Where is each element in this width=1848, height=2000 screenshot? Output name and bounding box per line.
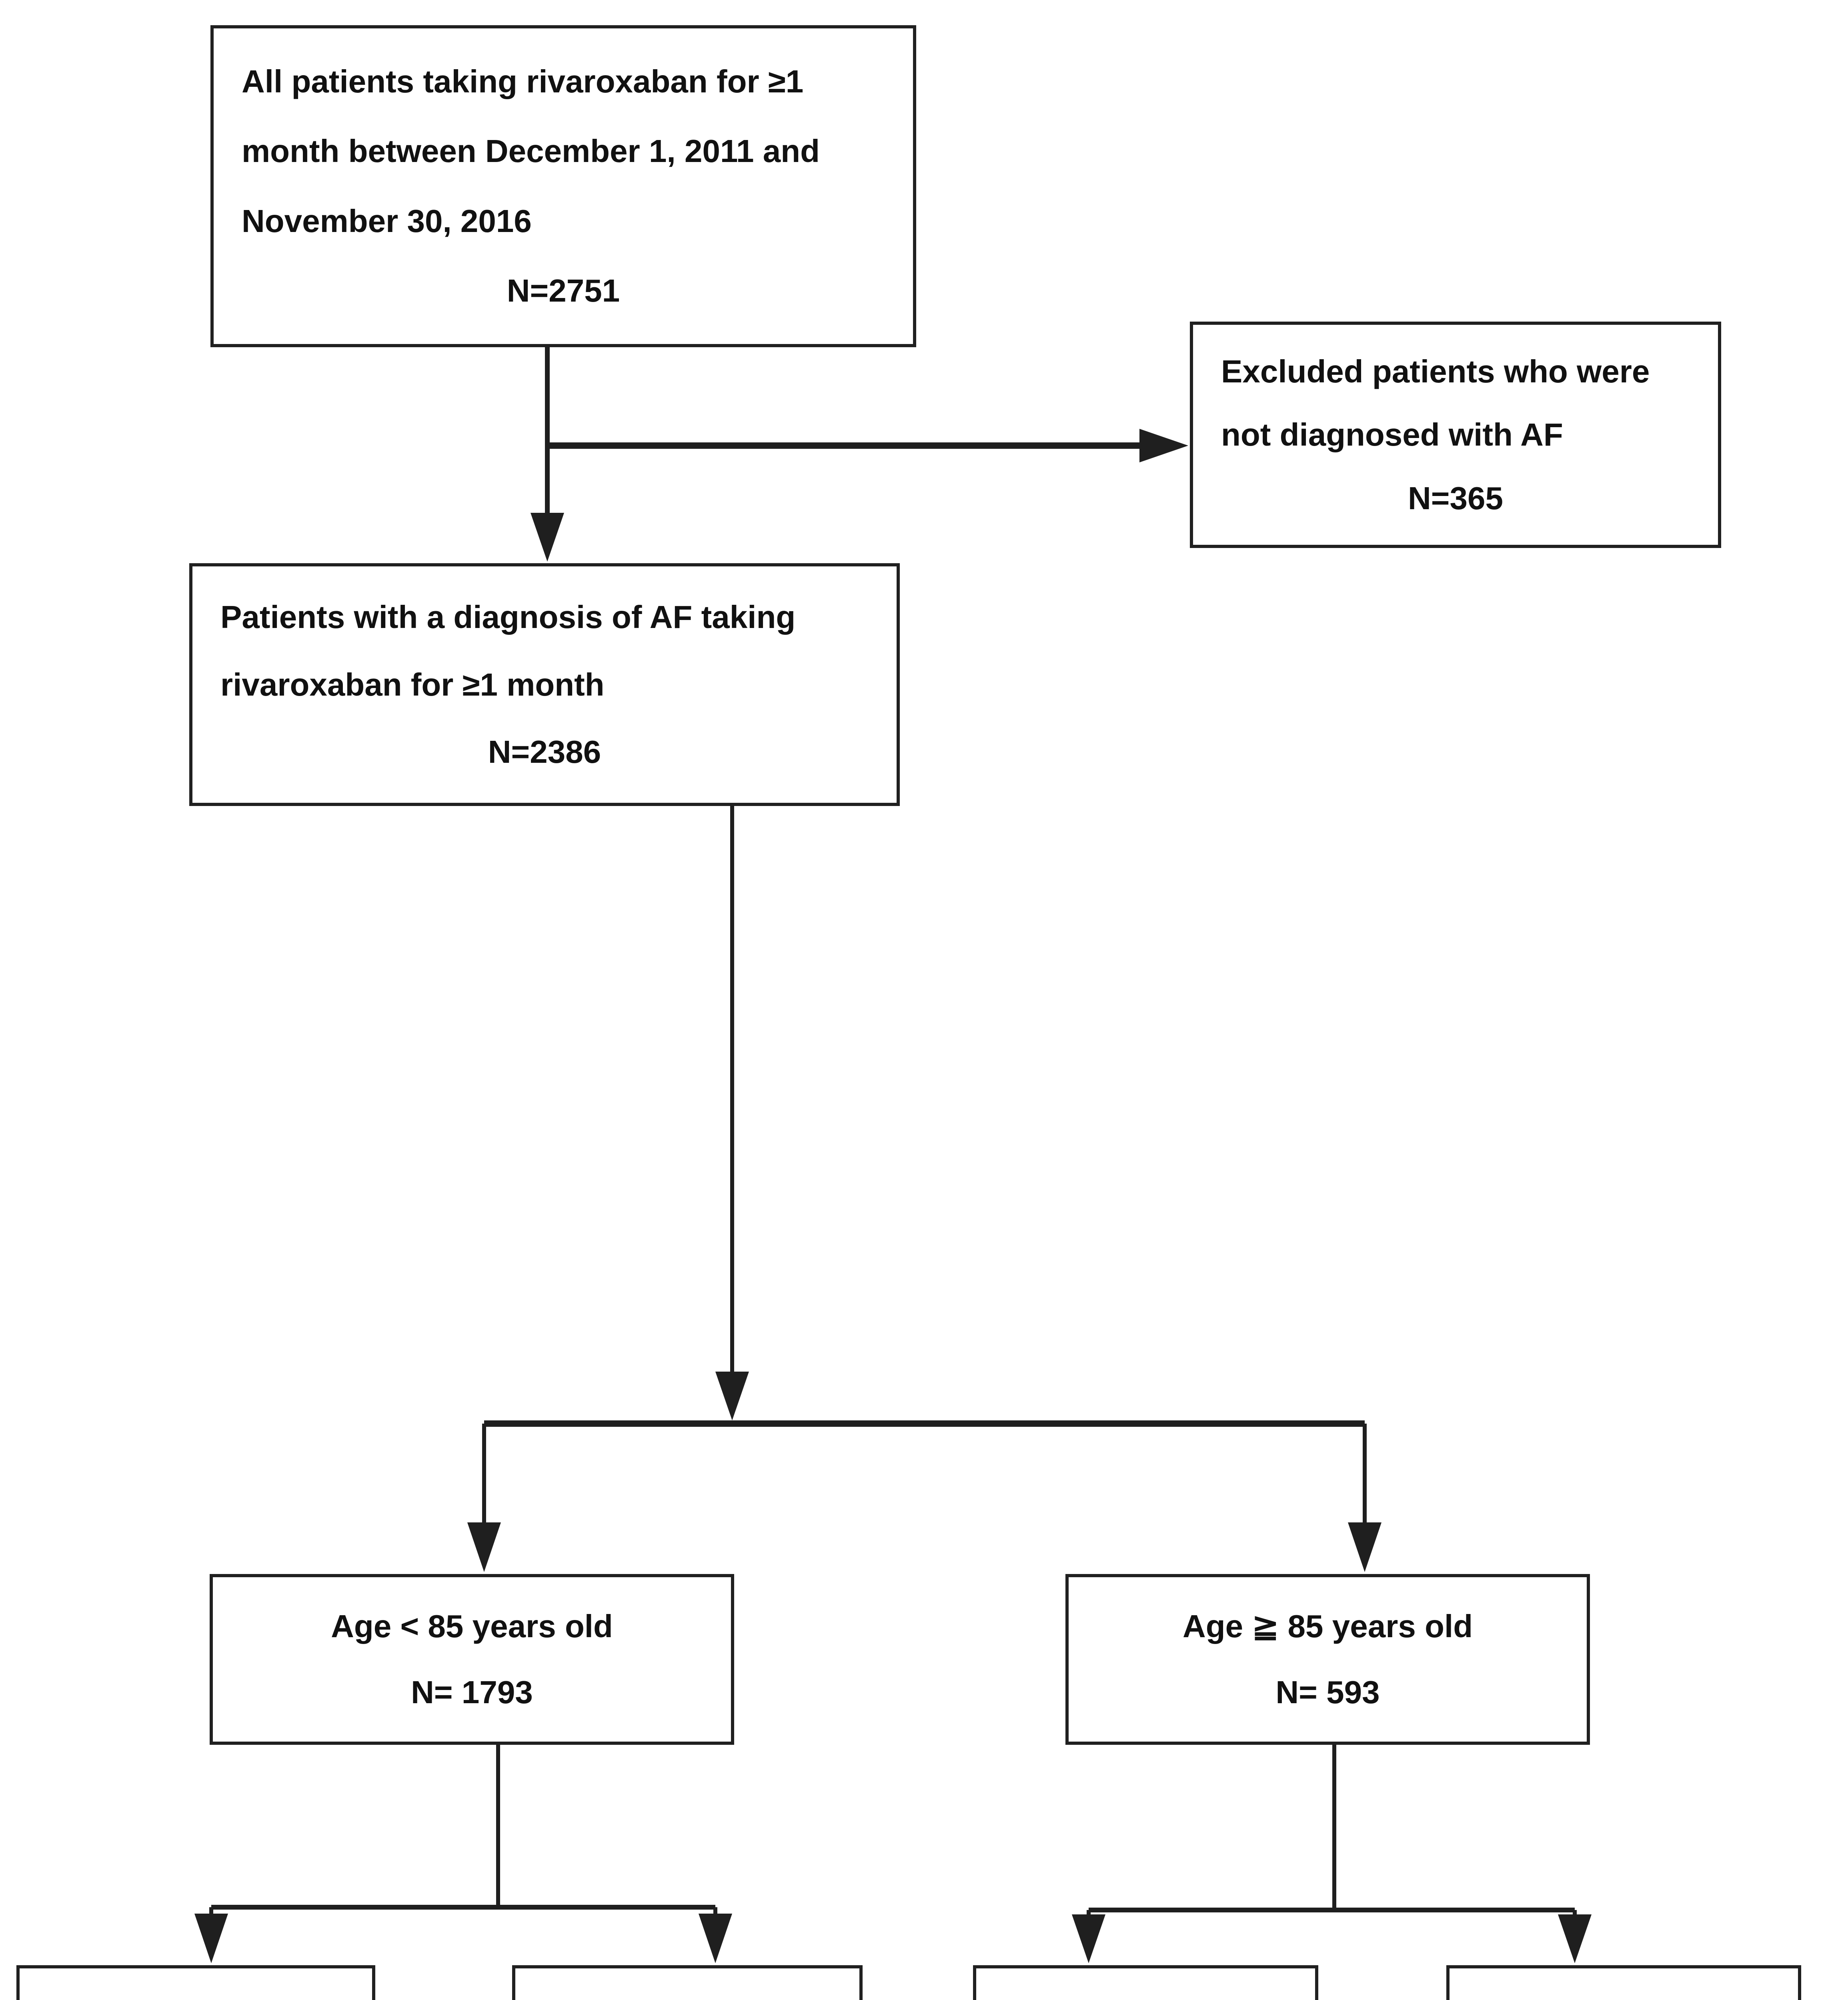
arrow-down-into-age-lt xyxy=(467,1522,501,1572)
text-line: All patients taking rivaroxaban for ≥1 xyxy=(242,63,804,99)
n-count: N=2751 xyxy=(507,273,620,309)
box-age-under-85: Age < 85 years old N= 1793 xyxy=(210,1574,734,1745)
text-line: November 30, 2016 xyxy=(242,203,532,239)
n-count: N=2386 xyxy=(488,734,601,770)
text-line: Full-dose xyxy=(1450,1997,1798,2000)
box-under85-reduced-dose: Reduced-dose N= 831 xyxy=(16,1965,375,2000)
arrow-down-into-age-ge xyxy=(1348,1522,1381,1572)
text-line: not diagnosed with AF xyxy=(1221,417,1563,452)
box-all-patients: All patients taking rivaroxaban for ≥1 m… xyxy=(210,25,916,347)
box-under85-full-dose: Full-dose N= 962 xyxy=(512,1965,863,2000)
box-af-patients: Patients with a diagnosis of AF taking r… xyxy=(189,563,900,806)
text-line: Reduced-dose xyxy=(20,1997,372,2000)
n-count: N= 1793 xyxy=(411,1674,533,1710)
n-count: N=365 xyxy=(1408,480,1503,516)
text-line: Age ≧ 85 years old xyxy=(1182,1608,1473,1644)
text-line: Age < 85 years old xyxy=(331,1608,613,1644)
text-line: Reduced-dose xyxy=(976,1997,1315,2000)
n-count: N= 593 xyxy=(1275,1674,1380,1710)
arrow-down-onto-split xyxy=(715,1372,749,1420)
arrow-down-into-full-ge xyxy=(1558,1914,1592,1963)
arrow-down-into-reduced-ge xyxy=(1072,1914,1105,1963)
text-line: Full-dose xyxy=(515,1997,859,2000)
text-line: Patients with a diagnosis of AF taking xyxy=(220,599,796,635)
arrow-down-into-full-lt xyxy=(699,1914,732,1963)
box-85plus-reduced-dose: Reduced-dose N= 377 xyxy=(973,1965,1318,2000)
arrow-down-into-af xyxy=(531,513,564,562)
text-line: rivaroxaban for ≥1 month xyxy=(220,666,605,702)
text-line: Excluded patients who were xyxy=(1221,353,1650,389)
text-line: month between December 1, 2011 and xyxy=(242,133,820,169)
box-85plus-full-dose: Full-dose N= 216 xyxy=(1446,1965,1801,2000)
box-excluded-patients: Excluded patients who were not diagnosed… xyxy=(1190,322,1721,548)
box-age-85-plus: Age ≧ 85 years old N= 593 xyxy=(1065,1574,1590,1745)
arrow-right-into-excluded xyxy=(1139,429,1188,462)
arrow-down-into-reduced-lt xyxy=(194,1914,228,1963)
